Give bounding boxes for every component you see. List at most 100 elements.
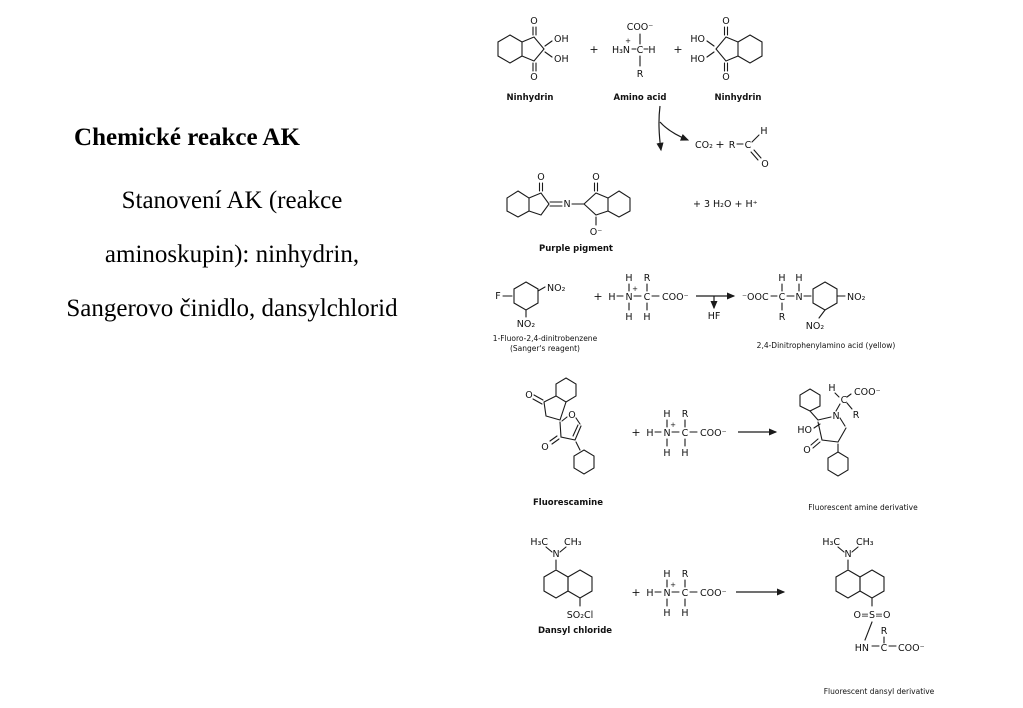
plus-sign: + <box>589 43 598 56</box>
r-label: R <box>682 569 689 580</box>
amino-acid-structure-3: + H N + H H C R H COO⁻ <box>631 409 726 459</box>
ooc-label: ⁻OOC <box>742 292 769 303</box>
so2cl-label: SO₂Cl <box>567 610 594 621</box>
plus-charge: + <box>632 285 638 293</box>
down-arrow <box>656 105 664 152</box>
coo-label: COO⁻ <box>627 22 654 33</box>
o-label: O <box>803 445 810 456</box>
amino-acid-structure-1: COO⁻ H₃N + C H R Amino acid <box>612 22 667 103</box>
benzene-ring <box>497 34 523 64</box>
r-label: R <box>637 69 644 80</box>
benzene-ring <box>506 190 530 218</box>
ho-label: HO <box>690 54 705 65</box>
bonds <box>809 392 853 453</box>
plus-sign: + <box>631 426 640 439</box>
n-label: N <box>663 588 670 599</box>
coo-label: COO⁻ <box>662 292 689 303</box>
caption-ninhydrin: Ninhydrin <box>507 93 554 103</box>
h-label: H <box>663 608 670 619</box>
coo-label: COO⁻ <box>700 588 727 599</box>
h-label: H <box>646 588 653 599</box>
co2-label: CO₂ <box>695 140 713 151</box>
dansyl-derivative-structure: H₃C CH₃ N O=S=O HN C R COO⁻ Fluorescent … <box>822 537 934 696</box>
bonds <box>545 546 581 607</box>
bonds <box>837 546 897 647</box>
amino-acid-structure-2: + H N + H H C R H COO⁻ <box>593 273 688 323</box>
caption-dansyl-chloride: Dansyl chloride <box>538 626 612 636</box>
c-label: C <box>682 428 689 439</box>
h3c-label: H₃C <box>530 537 548 548</box>
bonds <box>521 26 553 72</box>
o-label: O <box>530 16 537 27</box>
coo-label: COO⁻ <box>854 387 881 398</box>
no2-label: NO₂ <box>547 283 566 294</box>
caption-sanger-1: 1-Fluoro-2,4-dinitrobenzene <box>493 334 598 343</box>
purple-pigment-structure: O O N O⁻ + 3 H₂O + H⁺ Purple pigment <box>506 172 758 254</box>
o-label: O <box>722 16 729 27</box>
h-label: H <box>625 273 632 284</box>
hn-label: HN <box>855 643 869 654</box>
hf-label: HF <box>708 311 721 322</box>
ho-label: HO <box>690 34 705 45</box>
fluorescent-amine-product: HO O N C H COO⁻ R Fluorescent amine deri… <box>797 383 918 512</box>
phenyl-ring <box>573 449 595 475</box>
reaction-scheme-figure: O O O H O H Ninhydrin + COO⁻ H₃N + C H R A… <box>493 16 935 696</box>
naphthalene-ring-right <box>859 569 885 599</box>
ch3-label: CH₃ <box>856 537 874 548</box>
bonds <box>706 26 739 72</box>
plus-charge: + <box>670 581 676 589</box>
r-label: R <box>682 409 689 420</box>
amino-acid-structure-4: + H N + H H C R H COO⁻ <box>631 569 726 619</box>
o-label: O <box>761 159 768 170</box>
plus-sign: + <box>715 138 724 151</box>
h3n-label: H₃N <box>612 45 630 56</box>
sulfonyl-label: O=S=O <box>854 610 891 621</box>
bonds <box>616 283 660 311</box>
dansyl-chloride-structure: H₃C CH₃ N SO₂Cl Dansyl chloride <box>530 537 612 636</box>
reaction-arrow-2: HF <box>696 292 736 322</box>
fluorescamine-structure: O O O Fluorescamine <box>525 377 603 508</box>
plus-charge: + <box>625 37 631 45</box>
h-label: H <box>643 312 650 323</box>
h3c-label: H₃C <box>822 537 840 548</box>
c-label: C <box>881 643 888 654</box>
h-label: H <box>663 448 670 459</box>
bonds <box>654 419 698 447</box>
plus-sign: + <box>631 586 640 599</box>
o-minus-label: O⁻ <box>590 227 603 238</box>
caption-ninhydrin: Ninhydrin <box>715 93 762 103</box>
body-line-2: aminoskupin): ninhydrin, <box>104 241 360 268</box>
hydrolysis-terms: + 3 H₂O + H⁺ <box>693 199 758 210</box>
benzene-ring <box>737 34 763 64</box>
r-label: R <box>729 140 736 151</box>
naphthalene-ring-left <box>543 569 569 599</box>
bonds <box>528 182 609 226</box>
n-label: N <box>795 292 802 303</box>
ch3-label: CH₃ <box>564 537 582 548</box>
body-line-3: Sangerovo činidlo, dansylchlorid <box>66 295 398 322</box>
o-label: O <box>541 442 548 453</box>
h-label: H <box>778 273 785 284</box>
o-label: O <box>525 390 532 401</box>
o-label: O <box>592 172 599 183</box>
o-label: O <box>722 72 729 83</box>
slide-text-block: Chemické reakce AK Stanovení AK (reakce … <box>0 0 464 336</box>
branch-arrow <box>659 121 690 141</box>
coo-label: COO⁻ <box>700 428 727 439</box>
h-label: H <box>608 292 615 303</box>
no2-label: NO₂ <box>517 319 536 330</box>
h-label: H <box>760 126 767 137</box>
n-label: N <box>552 549 559 560</box>
bonds <box>502 286 546 318</box>
coo-label: COO⁻ <box>898 643 925 654</box>
ninhydrin-structure-2: O O HO HO Ninhydrin <box>690 16 763 103</box>
caption-fluorescamine: Fluorescamine <box>533 498 603 508</box>
n-label: N <box>663 428 670 439</box>
aldehyde-product: CO₂ + R C H O <box>695 126 769 170</box>
dnp-product-structure: ⁻OOC C H R N H NO₂ NO₂ 2,4-Dinitrophenyl… <box>742 273 895 350</box>
c-label: C <box>682 588 689 599</box>
h-label: H <box>646 428 653 439</box>
o-label: O <box>568 410 575 421</box>
c-label: C <box>644 292 651 303</box>
